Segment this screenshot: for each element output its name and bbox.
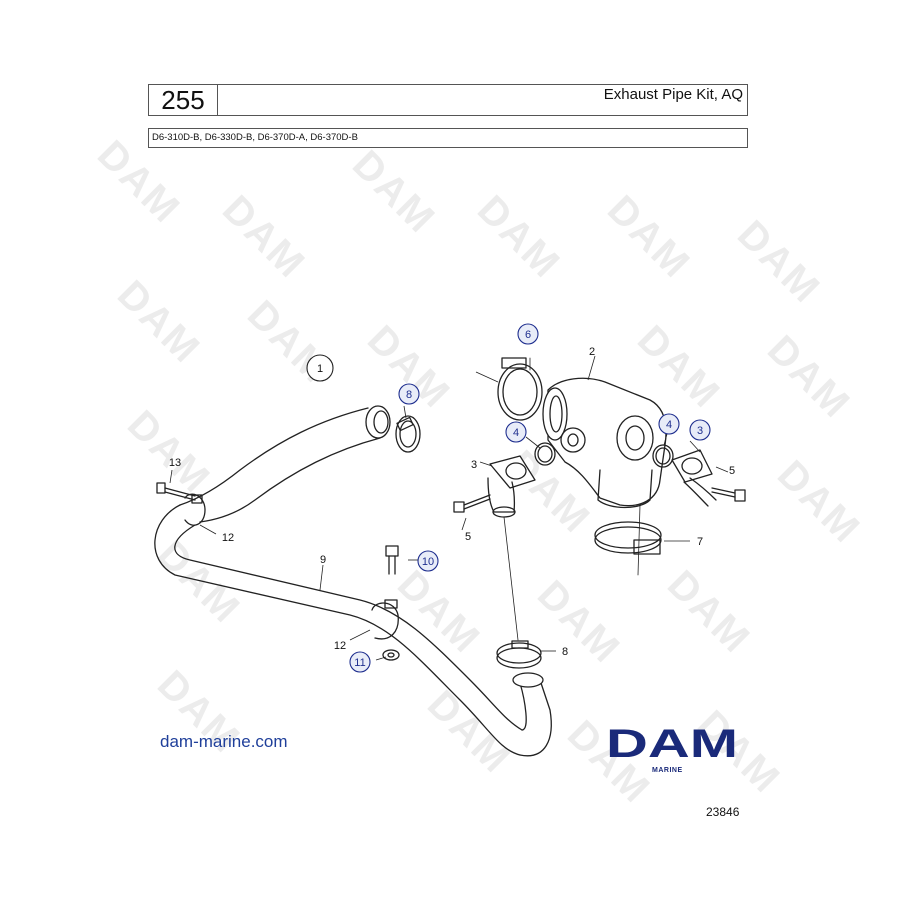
callout-8-upper: 8 <box>406 389 412 401</box>
elbow-pipe-left <box>487 455 536 518</box>
dam-logo: DAM <box>606 724 738 766</box>
clamp-6 <box>497 357 543 421</box>
upper-exhaust-hose <box>179 405 391 523</box>
hose-bracket-lower <box>371 599 399 640</box>
bolt-5-right <box>711 487 746 502</box>
nut-11 <box>382 649 400 661</box>
callout-3-right: 3 <box>697 425 703 437</box>
callout-8-lower: 8 <box>562 646 568 658</box>
hose-clamp-lower <box>496 640 542 669</box>
callout-4-left: 4 <box>513 427 519 439</box>
callout-3-left: 3 <box>471 459 477 471</box>
callout-7: 7 <box>697 536 703 548</box>
bolt-5-left <box>453 494 491 513</box>
callout-5-left: 5 <box>465 531 471 543</box>
logo-text: DAM <box>606 724 738 766</box>
page-number: 255 <box>149 85 218 115</box>
lower-exhaust-hose <box>154 504 552 757</box>
gasket-right <box>652 444 674 468</box>
hose-clamp-upper <box>395 415 421 453</box>
page-title: Exhaust Pipe Kit, AQ <box>603 86 743 103</box>
website-link[interactable]: dam-marine.com <box>160 732 288 751</box>
clamp-7 <box>594 521 662 555</box>
callout-2: 2 <box>589 346 595 358</box>
drawing-number: 23846 <box>706 805 740 819</box>
callout-10: 10 <box>422 556 434 568</box>
callout-9: 9 <box>320 554 326 566</box>
logo-subtext: MARINE <box>652 767 683 774</box>
callout-13: 13 <box>169 457 181 469</box>
callout-4-right: 4 <box>666 419 672 431</box>
callout-6: 6 <box>525 329 531 341</box>
callout-1: 1 <box>317 363 323 375</box>
engine-models: D6-310D-B, D6-330D-B, D6-370D-A, D6-370D… <box>148 128 748 148</box>
bolt-10 <box>385 545 399 575</box>
callout-12-lower: 12 <box>334 640 346 652</box>
callout-5-right: 5 <box>729 465 735 477</box>
bolt-13 <box>156 482 196 501</box>
gasket-left <box>534 442 556 466</box>
elbow-pipe-right <box>671 449 717 507</box>
callout-12-upper: 12 <box>222 532 234 544</box>
callout-11: 11 <box>354 657 365 669</box>
exhaust-elbow <box>542 377 667 509</box>
header-title-box: 255 Exhaust Pipe Kit, AQ <box>148 84 748 116</box>
